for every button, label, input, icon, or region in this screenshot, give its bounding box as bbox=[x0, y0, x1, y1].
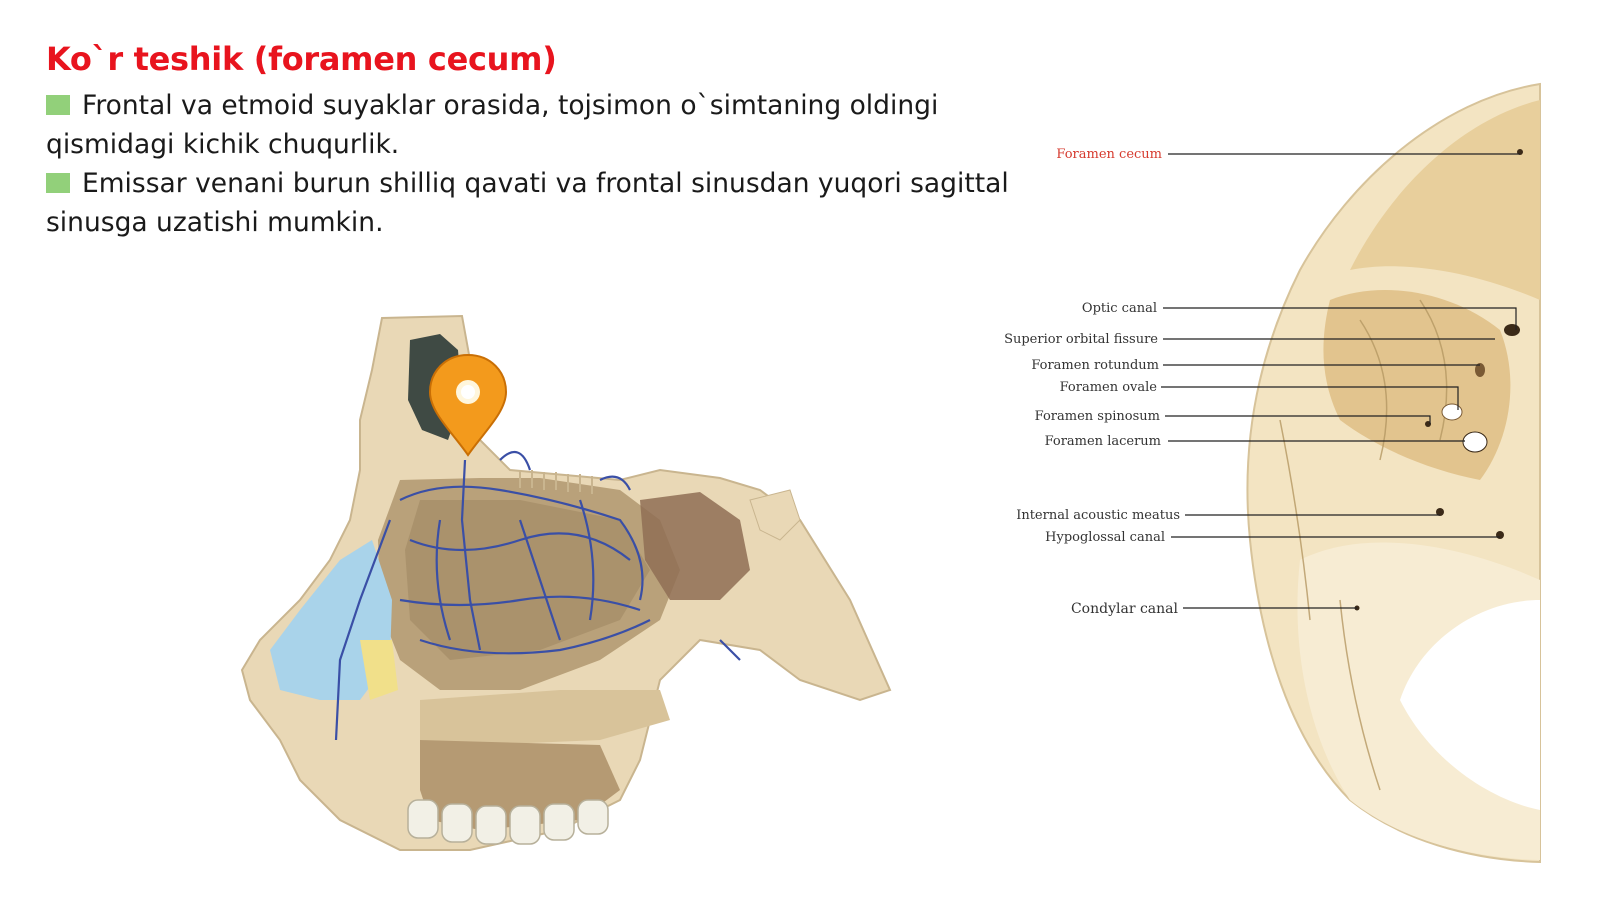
label-foramen-spinosum: Foramen spinosum bbox=[1035, 409, 1160, 424]
location-pin-icon bbox=[428, 353, 508, 457]
bullet-square-icon bbox=[46, 173, 70, 193]
label-optic-canal: Optic canal bbox=[1082, 301, 1157, 316]
label-foramen-cecum: Foramen cecum bbox=[1056, 147, 1162, 162]
bullet-1-text: Frontal va etmoid suyaklar orasida, tojs… bbox=[46, 90, 939, 160]
label-foramen-rotundum: Foramen rotundum bbox=[1031, 358, 1159, 373]
label-internal-acoustic-meatus: Internal acoustic meatus bbox=[1016, 508, 1180, 523]
skull-base-illustration bbox=[1246, 82, 1541, 864]
bullet-1: Frontal va etmoid suyaklar orasida, tojs… bbox=[46, 86, 1026, 164]
nasal-cavity-illustration bbox=[240, 314, 892, 851]
skull-labels: Foramen cecum Optic canal Superior orbit… bbox=[1004, 147, 1180, 617]
label-hypoglossal-canal: Hypoglossal canal bbox=[1045, 530, 1165, 545]
label-superior-orbital-fissure: Superior orbital fissure bbox=[1004, 332, 1158, 347]
slide-title: Ko`r teshik (foramen cecum) bbox=[46, 40, 557, 78]
label-foramen-ovale: Foramen ovale bbox=[1060, 380, 1158, 395]
label-foramen-lacerum: Foramen lacerum bbox=[1045, 434, 1161, 449]
vein-network bbox=[334, 450, 741, 741]
bullet-square-icon bbox=[46, 95, 70, 115]
slide-body: Frontal va etmoid suyaklar orasida, tojs… bbox=[46, 86, 1026, 242]
label-leader-lines bbox=[1161, 153, 1520, 609]
bullet-2-text: Emissar venani burun shilliq qavati va f… bbox=[46, 168, 1009, 238]
bullet-2: Emissar venani burun shilliq qavati va f… bbox=[46, 164, 1026, 242]
teeth bbox=[407, 799, 609, 845]
label-condylar-canal: Condylar canal bbox=[1071, 601, 1179, 617]
cribriform-plate bbox=[519, 470, 593, 494]
